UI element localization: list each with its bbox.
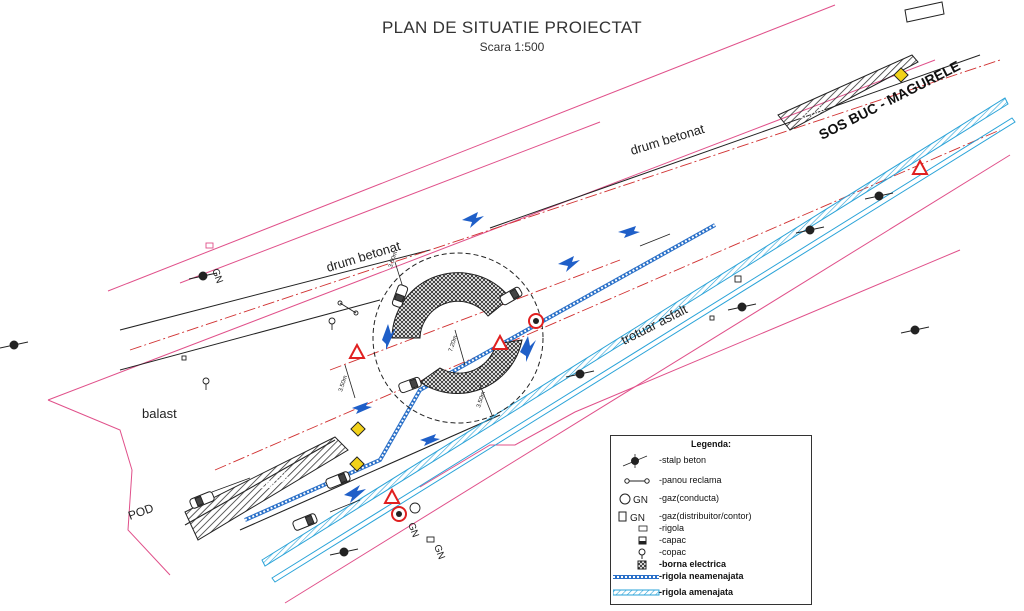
legend-item-rigola: -rigola xyxy=(611,522,811,536)
legend-label: -borna electrica xyxy=(659,559,727,569)
traffic-arrows xyxy=(344,212,640,503)
building-outline xyxy=(904,1,945,23)
legend-label: -gaz(distribuitor/contor) xyxy=(659,511,752,521)
legend-item-rigola-neamenajata: -rigola neamenajata xyxy=(611,570,811,584)
gaz-conducta-icon: GN xyxy=(619,493,648,506)
label-pod: POD xyxy=(126,501,156,523)
rigola-amenajata-band xyxy=(261,97,1016,583)
label-gn-2: GN xyxy=(405,521,420,539)
label-gn-1: GN xyxy=(209,267,224,285)
legend-title: Legenda: xyxy=(690,439,731,449)
traffic-signs xyxy=(348,67,929,522)
legend-item-copac: -copac xyxy=(611,546,811,560)
label-dim-1: 3.50m xyxy=(388,251,399,269)
label-gn-3: GN xyxy=(431,543,446,561)
direction-lines xyxy=(211,233,671,513)
label-balast: balast xyxy=(142,406,177,421)
legend-label: -rigola neamenajata xyxy=(659,571,744,581)
label-dim-3: 3.50m xyxy=(338,375,349,393)
vehicles xyxy=(189,284,523,531)
gn-symbol-text: GN xyxy=(633,495,648,506)
legend-label: -capac xyxy=(659,535,687,545)
rigola-neamenajata-icon xyxy=(613,575,659,579)
road-axis-lines xyxy=(129,59,1001,471)
legend-label: -gaz(conducta) xyxy=(659,493,720,503)
roundabout xyxy=(372,252,544,424)
legend-item-panou-reclama: -panou reclama xyxy=(611,474,811,488)
rigola-icon xyxy=(638,525,648,532)
site-details xyxy=(181,242,742,543)
rigola-amenajata-icon xyxy=(613,589,660,596)
legend-item-capac: -capac xyxy=(611,534,811,548)
legend-item-gaz-distribuitor: GN -gaz(distribuitor/contor) xyxy=(611,510,811,524)
plan-title: PLAN DE SITUATIE PROIECTAT xyxy=(381,18,642,37)
label-dim-4: 3.50m xyxy=(476,391,487,409)
legend: Legenda: -stalp beton -panou reclama GN … xyxy=(610,435,812,605)
legend-label: -stalp beton xyxy=(659,455,707,465)
concrete-poles xyxy=(0,191,930,557)
legend-item-borna-electrica: -borna electrica xyxy=(611,558,811,572)
gaz-distribuitor-icon: GN xyxy=(618,511,645,524)
legend-label: -copac xyxy=(659,547,687,557)
legend-item-rigola-amenajata: -rigola amenajata xyxy=(611,586,811,600)
concrete-road-edges xyxy=(119,54,981,371)
legend-item-stalp-beton: -stalp beton xyxy=(611,454,811,468)
panou-reclama-icon xyxy=(624,478,650,484)
copac-icon xyxy=(638,548,646,559)
legend-label: -rigola amenajata xyxy=(659,587,734,597)
legend-label: -panou reclama xyxy=(659,475,722,485)
label-dim-2: 7.20m xyxy=(448,335,459,353)
borna-electrica-icon xyxy=(637,560,647,570)
stalp-beton-icon xyxy=(622,454,648,468)
legend-label: -rigola xyxy=(659,523,685,533)
label-scuar-top: scuar xyxy=(796,100,829,125)
dimension-lines xyxy=(344,261,493,416)
capac-icon xyxy=(638,536,647,545)
scuar-islands xyxy=(184,54,919,541)
plan-scale: Scara 1:500 xyxy=(479,40,545,54)
legend-item-gaz-conducta: GN -gaz(conducta) xyxy=(611,492,811,506)
gn-symbol-text: GN xyxy=(630,513,645,524)
